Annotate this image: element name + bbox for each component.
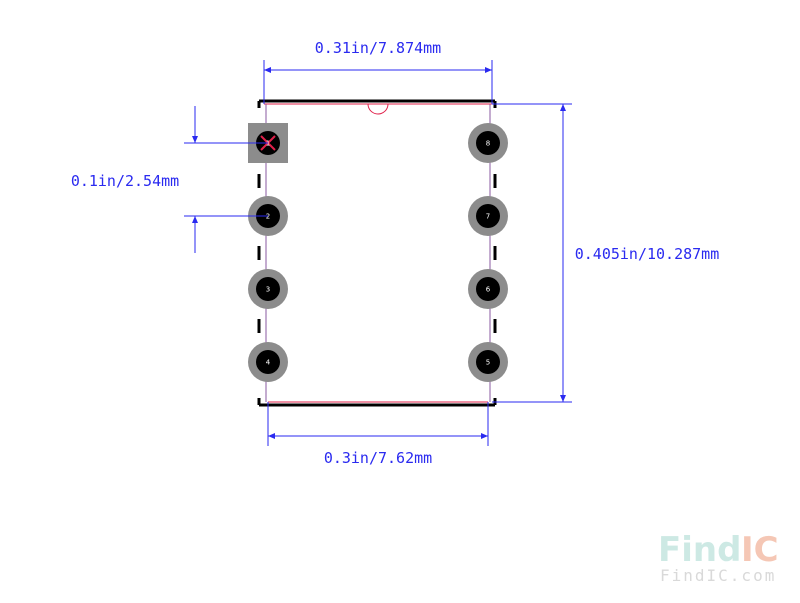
logo-subtext: FindIC.com [660,566,776,585]
package-outline [257,99,497,407]
pad-hole [476,204,500,228]
logo-text-find: Find [658,530,741,570]
body-outline [264,103,492,403]
pad-5: 5 [468,342,508,382]
findic-logo: Find IC FindIC.com [658,530,779,585]
pin-number: 4 [266,359,271,367]
logo-text-ic: IC [741,530,779,570]
dim-height-label: 0.405in/10.287mm [575,245,720,263]
pad-hole [476,131,500,155]
pad-6: 6 [468,269,508,309]
pin-number: 5 [486,359,490,367]
pin-number: 6 [486,286,491,294]
pin-number: 7 [486,213,490,221]
dimension-lines [184,60,572,446]
pads-group: 12345678 [248,123,508,382]
dim-top-width-label: 0.31in/7.874mm [315,39,441,57]
pad-hole [256,277,280,301]
pad-hole [476,350,500,374]
dim-pitch-label: 0.1in/2.54mm [71,172,179,190]
pad-4: 4 [248,342,288,382]
pad-3: 3 [248,269,288,309]
pad-7: 7 [468,196,508,236]
pad-8: 8 [468,123,508,163]
dim-bottom-width-label: 0.3in/7.62mm [324,449,432,467]
pad-hole [256,350,280,374]
pin-number: 8 [486,140,490,148]
pin-number: 3 [266,286,270,294]
pad-hole [476,277,500,301]
